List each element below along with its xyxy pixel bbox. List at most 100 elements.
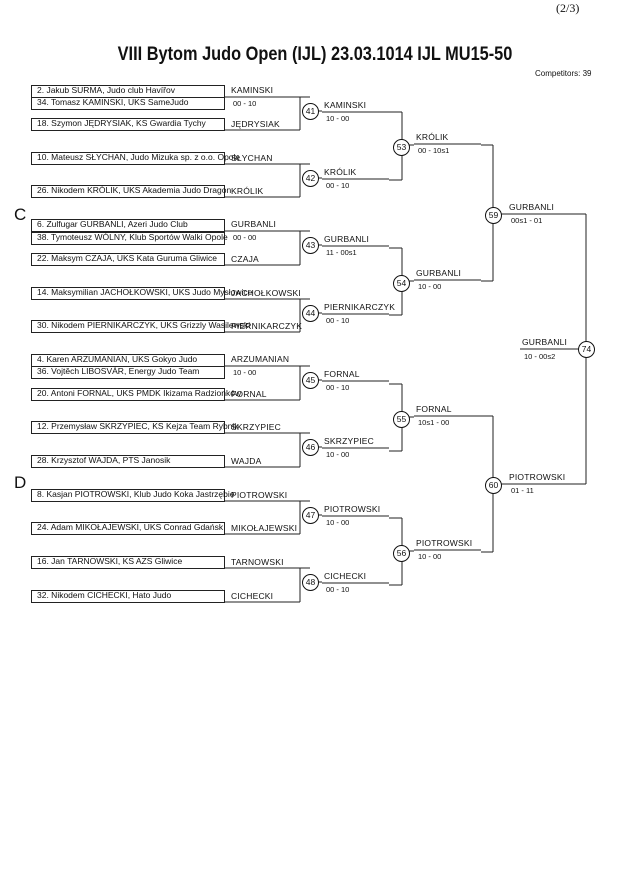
- entry-box: [31, 556, 225, 569]
- match-node: 46: [302, 439, 319, 456]
- r1-score: 00 - 10: [326, 181, 350, 190]
- match-node: 48: [302, 574, 319, 591]
- match-node: 41: [302, 103, 319, 120]
- r1-score: 10 - 00: [326, 518, 350, 527]
- competitor-name: 38. Tymoteusz WÓLNY, Klub Sportów Walki …: [37, 232, 228, 242]
- r0-winner: ARZUMANIAN: [231, 354, 290, 364]
- bye-winner: CICHECKI: [231, 591, 274, 601]
- entry-box: [31, 152, 225, 165]
- competitor-name: 20. Antoni FORNAL, UKS PMDK Ikizama Radz…: [37, 388, 242, 398]
- competitors-count: Competitors: 39: [535, 69, 592, 78]
- competitor-name: 34. Tomasz KAMINSKI, UKS SameJudo: [37, 97, 189, 107]
- r2-winner: PIOTROWSKI: [416, 538, 473, 548]
- match-node: 56: [393, 545, 410, 562]
- r3-winner: GURBANLI: [509, 202, 555, 212]
- competitor-name: 14. Maksymilian JACHOŁKOWSKI, UKS Judo M…: [37, 287, 253, 297]
- r2-winner: KRÓLIK: [416, 132, 449, 142]
- bye-winner: JĘDRYSIAK: [231, 119, 280, 129]
- match-node: 42: [302, 170, 319, 187]
- r2-score: 10s1 - 00: [418, 418, 450, 427]
- competitor-name: 12. Przemysław SKRZYPIEC, KS Kejza Team …: [37, 421, 239, 431]
- r1-winner: PIOTROWSKI: [324, 504, 381, 514]
- r1-score: 10 - 00: [326, 450, 350, 459]
- bye-winner: SŁYCHAN: [231, 153, 273, 163]
- bye-winner: MIKOŁAJEWSKI: [231, 523, 298, 533]
- entry-box: [31, 97, 225, 110]
- r1-winner: PIERNIKARCZYK: [324, 302, 396, 312]
- competitor-name: 10. Mateusz SŁYCHAN, Judo Mizuka sp. z o…: [37, 152, 241, 162]
- final-score: 10 - 00s2: [524, 352, 556, 361]
- bye-winner: KRÓLIK: [231, 186, 264, 196]
- r0-score: 00 - 10: [233, 99, 257, 108]
- section-label-d: D: [14, 473, 27, 492]
- match-node: 60: [485, 477, 502, 494]
- competitor-name: 6. Zulfugar GURBANLI, Azeri Judo Club: [37, 219, 188, 229]
- match-node: 43: [302, 237, 319, 254]
- bye-winner: FORNAL: [231, 389, 267, 399]
- final-winner: GURBANLI: [522, 337, 568, 347]
- entry-box: [31, 366, 225, 379]
- entry-box: [31, 388, 225, 401]
- r1-winner: KAMINSKI: [324, 100, 367, 110]
- bye-winner: PIERNIKARCZYK: [231, 321, 303, 331]
- match-node: 53: [393, 139, 410, 156]
- competitor-name: 22. Maksym CZAJA, UKS Kata Guruma Gliwic…: [37, 253, 217, 263]
- r3-winner: PIOTROWSKI: [509, 472, 566, 482]
- match-node: 45: [302, 372, 319, 389]
- entry-box: [31, 232, 225, 245]
- r0-winner: KAMINSKI: [231, 85, 274, 95]
- match-node: 44: [302, 305, 319, 322]
- bye-winner: CZAJA: [231, 254, 259, 264]
- r2-winner: GURBANLI: [416, 268, 462, 278]
- competitor-name: 24. Adam MIKOŁAJEWSKI, UKS Conrad Gdańsk: [37, 522, 224, 532]
- match-node: 47: [302, 507, 319, 524]
- r1-score: 00 - 10: [326, 585, 350, 594]
- r1-winner: GURBANLI: [324, 234, 370, 244]
- competitor-name: 36. Vojtěch LIBOSVÁR, Energy Judo Team: [37, 366, 200, 376]
- entry-box: [31, 185, 225, 198]
- bye-winner: TARNOWSKI: [231, 557, 284, 567]
- entry-box: [31, 287, 225, 300]
- section-label-c: C: [14, 205, 27, 224]
- r1-winner: KRÓLIK: [324, 167, 357, 177]
- entry-box: [31, 118, 225, 131]
- final-node: 74: [578, 341, 595, 358]
- entry-box: [31, 421, 225, 434]
- bye-winner: SKRZYPIEC: [231, 422, 281, 432]
- r1-winner: SKRZYPIEC: [324, 436, 374, 446]
- entry-box: [31, 219, 225, 232]
- r1-score: 00 - 10: [326, 316, 350, 325]
- r2-winner: FORNAL: [416, 404, 452, 414]
- page-number: (2/3): [556, 1, 580, 15]
- r1-winner: FORNAL: [324, 369, 360, 379]
- entry-box: [31, 522, 225, 535]
- entry-box: [31, 590, 225, 603]
- r3-score: 01 - 11: [511, 486, 534, 495]
- match-node: 54: [393, 275, 410, 292]
- competitor-name: 26. Nikodem KRÓLIK, UKS Akademia Judo Dr…: [37, 185, 232, 195]
- competitor-name: 4. Karen ARZUMANIAN, UKS Gokyo Judo: [37, 354, 198, 364]
- page-title: VIII Bytom Judo Open (IJL) 23.03.1014 IJ…: [117, 44, 513, 65]
- competitor-name: 28. Krzysztof WAJDA, PTS Janosik: [37, 455, 171, 465]
- competitor-name: 32. Nikodem CICHECKI, Hato Judo: [37, 590, 172, 600]
- r3-score: 00s1 - 01: [511, 216, 543, 225]
- entry-box: [31, 455, 225, 468]
- competitor-name: 8. Kasjan PIOTROWSKI, Klub Judo Koka Jas…: [37, 489, 235, 499]
- entry-box: [31, 489, 225, 502]
- r2-score: 00 - 10s1: [418, 146, 450, 155]
- competitor-name: 18. Szymon JĘDRYSIAK, KS Gwardia Tychy: [37, 118, 206, 128]
- competitor-name: 16. Jan TARNOWSKI, KS AZS Gliwice: [37, 556, 183, 566]
- match-node: 55: [393, 411, 410, 428]
- r0-winner: GURBANLI: [231, 219, 277, 229]
- r1-winner: CICHECKI: [324, 571, 367, 581]
- match-node: 59: [485, 207, 502, 224]
- bye-winner: JACHOŁKOWSKI: [231, 288, 301, 298]
- r1-score: 00 - 10: [326, 383, 350, 392]
- r2-score: 10 - 00: [418, 282, 442, 291]
- r0-score: 00 - 00: [233, 233, 257, 242]
- entry-box: [31, 253, 225, 266]
- entry-box: [31, 320, 225, 333]
- r2-score: 10 - 00: [418, 552, 442, 561]
- r1-score: 10 - 00: [326, 114, 350, 123]
